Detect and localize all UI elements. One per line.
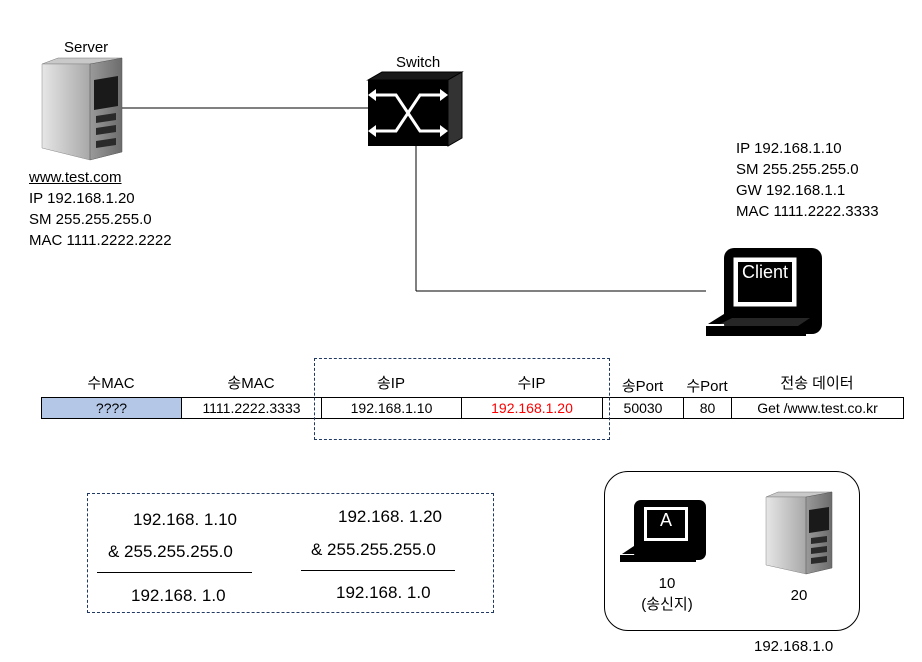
calc-left-address: 192.168. 1.10 (133, 510, 237, 529)
client-subnet-mask: SM 255.255.255.0 (736, 161, 859, 178)
client-gateway: GW 192.168.1.1 (736, 182, 846, 199)
server-tower-icon (41, 57, 123, 161)
packet-table: ???? 1111.2222.3333 192.168.1.10 192.168… (41, 397, 904, 419)
server-20-number: 20 (790, 587, 808, 604)
cell-src-mac: 1111.2222.3333 (181, 397, 322, 419)
header-src-mac: 송MAC (227, 375, 275, 392)
switch-label: Switch (396, 54, 441, 71)
network-address: 192.168.1.0 (754, 638, 834, 655)
ip-fields-highlight-box (314, 358, 610, 440)
packet-row: ???? 1111.2222.3333 192.168.1.10 192.168… (41, 397, 904, 419)
calc-right-mask: & 255.255.255.0 (311, 540, 436, 559)
calc-left-mask: & 255.255.255.0 (108, 542, 233, 561)
host-a-label: A (659, 510, 672, 530)
server-url-link[interactable]: www.test.com (29, 169, 122, 186)
cell-src-port: 50030 (602, 397, 684, 419)
host-a-caption: (송신지) (641, 596, 693, 613)
header-src-port: 송Port (621, 378, 664, 395)
cell-dest-ip: 192.168.1.20 (461, 397, 603, 419)
header-dest-ip: 수IP (517, 375, 546, 392)
calc-left-result: 192.168. 1.0 (131, 586, 226, 605)
server-label: Server (64, 39, 109, 56)
switch-icon (366, 71, 464, 147)
calc-left-divider (97, 572, 252, 573)
client-computer-icon (706, 248, 822, 336)
header-src-ip: 송IP (377, 375, 405, 392)
client-ip: IP 192.168.1.10 (736, 140, 842, 157)
header-dest-port: 수Port (686, 378, 728, 395)
calc-right-result: 192.168. 1.0 (336, 583, 431, 602)
client-mac: MAC 1111.2222.3333 (736, 203, 879, 220)
server-subnet-mask: SM 255.255.255.0 (29, 211, 152, 228)
cell-dest-mac: ???? (41, 397, 182, 419)
calc-right-address: 192.168. 1.20 (338, 507, 442, 526)
cell-payload: Get /www.test.co.kr (731, 397, 904, 419)
client-label: Client (741, 262, 789, 282)
host-a-number: 10 (658, 575, 676, 592)
server-ip: IP 192.168.1.20 (29, 190, 135, 207)
calc-right-divider (301, 570, 455, 571)
server-20-tower-icon (765, 491, 833, 575)
cell-src-ip: 192.168.1.10 (321, 397, 462, 419)
cell-dest-port: 80 (683, 397, 732, 419)
header-payload: 전송 데이터 (780, 375, 854, 392)
host-a-computer-icon (620, 500, 706, 562)
network-group-box (604, 471, 860, 631)
server-mac: MAC 1111.2222.2222 (29, 232, 172, 249)
subnet-calc-box (87, 493, 494, 613)
header-dest-mac: 수MAC (87, 375, 135, 392)
